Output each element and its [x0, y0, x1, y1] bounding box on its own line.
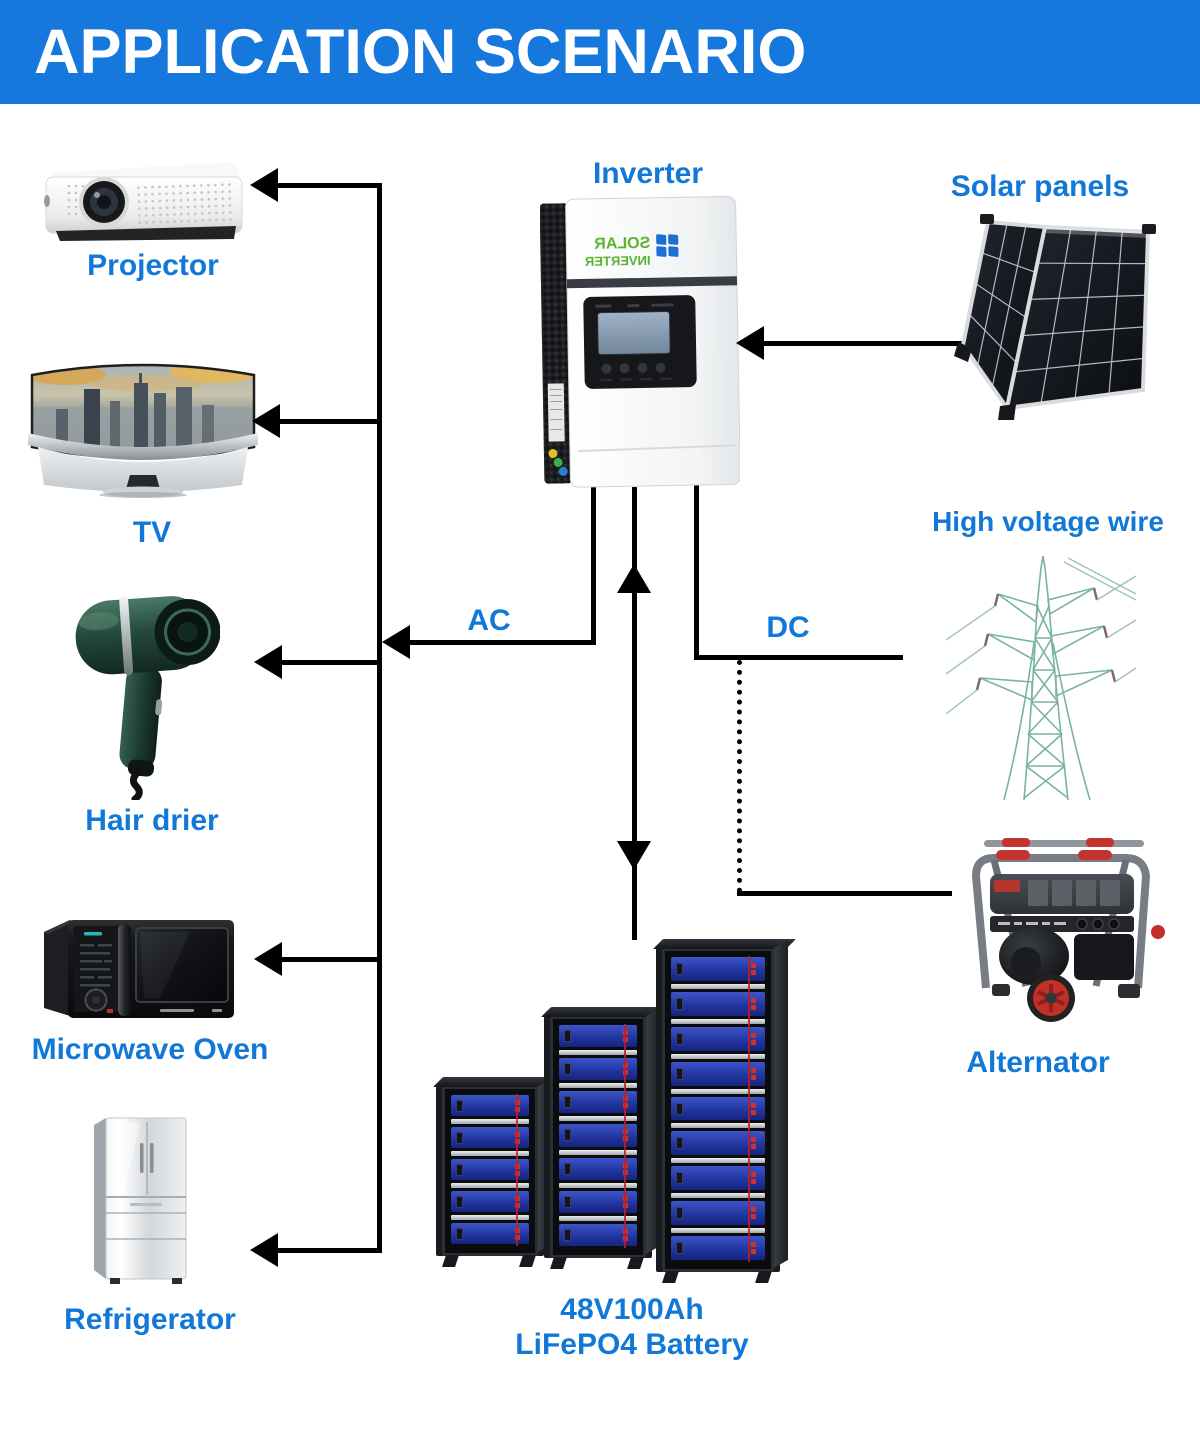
hair-drier-image: [75, 596, 220, 800]
battery-module: [671, 1166, 765, 1191]
battery-label: 48V100Ah LiFePO4 Battery: [482, 1293, 782, 1362]
dc-flow-label: DC: [766, 611, 810, 644]
ac-wire-horizontal: [410, 640, 596, 645]
ac-wire-vertical: [591, 487, 596, 643]
rack-foot: [627, 1257, 644, 1269]
rack-foot: [755, 1271, 772, 1283]
inverter-label: Inverter: [592, 157, 704, 190]
rack-shelf: [451, 1215, 529, 1220]
ac-flow-label: AC: [467, 604, 511, 637]
battery-wire: [632, 487, 637, 940]
rack-shelf: [559, 1050, 637, 1056]
rack-shelf: [671, 1123, 765, 1129]
rack-shelf: [451, 1151, 529, 1156]
projector-wire: [276, 183, 382, 188]
rack-shelf: [671, 1158, 765, 1164]
battery-module: [671, 1236, 765, 1261]
rack-shelf: [671, 1228, 765, 1234]
rack-shelf: [451, 1119, 529, 1124]
battery-module: [671, 1096, 765, 1121]
projector-arrowhead-icon: [250, 168, 278, 202]
battery-module: [671, 991, 765, 1016]
battery-module: [671, 1026, 765, 1051]
battery-module: [671, 1061, 765, 1086]
inverter-brand-line1: SOLAR: [594, 235, 651, 253]
rack-foot: [442, 1255, 459, 1267]
rack-cable: [515, 1094, 518, 1246]
hair-drier-arrowhead-icon: [254, 645, 282, 679]
rack-shelf: [671, 1018, 765, 1024]
microwave-oven-image: [44, 920, 234, 1018]
solar-panels-image: [954, 214, 1156, 420]
high-voltage-wire-label: High voltage wire: [932, 506, 1164, 537]
refrigerator-wire: [276, 1248, 382, 1253]
alternator-dotted-wire: [737, 660, 742, 893]
inverter-image: SOLAR INVERTER: [540, 196, 740, 488]
tv-image: [28, 363, 258, 498]
power-tower-image: [946, 555, 1136, 801]
battery-module: [671, 1131, 765, 1156]
battery-arrowhead-up-icon: [617, 564, 651, 593]
projector-label: Projector: [87, 249, 219, 282]
rack-shelf: [671, 983, 765, 989]
rack-shelf: [671, 1088, 765, 1094]
hair-drier-wire: [280, 660, 382, 665]
alternator-image: [971, 838, 1165, 1022]
rack-shelf: [559, 1182, 637, 1188]
rack-shelf: [559, 1215, 637, 1221]
rack-foot: [662, 1271, 679, 1283]
refrigerator-arrowhead-icon: [250, 1233, 278, 1267]
battery-label-line2: LiFePO4 Battery: [515, 1327, 749, 1361]
projector-image: [44, 162, 243, 241]
ac-arrowhead-icon: [382, 625, 410, 659]
battery-arrowhead-down-icon: [617, 841, 651, 870]
solar-wire: [764, 341, 967, 346]
rack-cable: [748, 956, 751, 1262]
tv-arrowhead-icon: [252, 404, 280, 438]
microwave-arrowhead-icon: [254, 942, 282, 976]
battery-module: [671, 1201, 765, 1226]
rack-shelf: [559, 1116, 637, 1122]
hair-drier-label: Hair drier: [85, 804, 219, 837]
solar-arrowhead-icon: [736, 326, 764, 360]
microwave-wire: [280, 957, 382, 962]
rack-shelf: [671, 1193, 765, 1199]
alternator-label: Alternator: [966, 1046, 1110, 1079]
rack-shelf: [559, 1149, 637, 1155]
rack-foot: [519, 1255, 536, 1267]
battery-rack-medium: [544, 1016, 652, 1269]
alternator-wire: [737, 891, 952, 896]
header-banner: APPLICATION SCENARIO: [0, 0, 1200, 104]
dc-wire-vertical: [694, 480, 699, 660]
refrigerator-image: [94, 1117, 187, 1284]
rack-shelf: [671, 1053, 765, 1059]
page-title: APPLICATION SCENARIO: [34, 16, 807, 87]
rack-foot: [550, 1257, 567, 1269]
tv-label: TV: [132, 516, 172, 549]
dc-wire-horizontal: [694, 655, 903, 660]
rack-shelf: [559, 1083, 637, 1089]
battery-label-line1: 48V100Ah: [560, 1293, 704, 1326]
battery-rack-small: [436, 1086, 544, 1267]
tv-wire: [278, 419, 382, 424]
microwave-oven-label: Microwave Oven: [31, 1033, 269, 1066]
refrigerator-label: Refrigerator: [64, 1303, 236, 1336]
inverter-brand-line2: INVERTER: [584, 253, 651, 269]
rack-cable: [623, 1024, 626, 1248]
bus-wire: [377, 183, 382, 1253]
battery-rack-tall: [656, 948, 780, 1283]
solar-panels-label: Solar panels: [950, 170, 1130, 203]
rack-shelf: [451, 1183, 529, 1188]
battery-module: [671, 957, 765, 981]
